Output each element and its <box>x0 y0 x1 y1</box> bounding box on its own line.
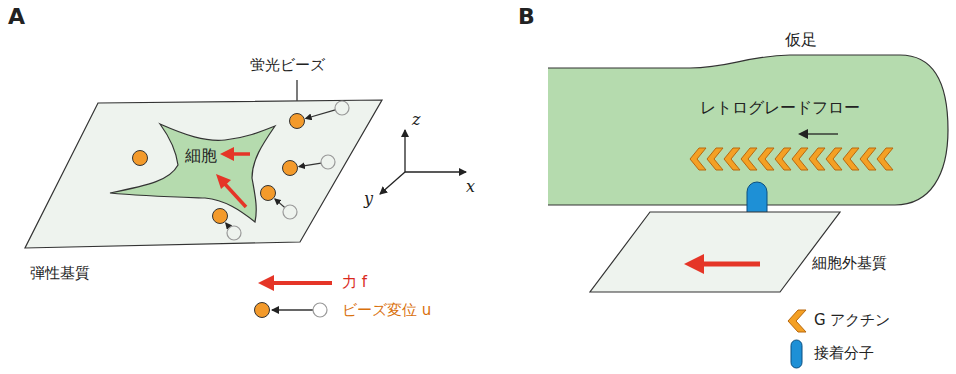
legend-text: 力 f <box>342 273 367 291</box>
legend-text: ビーズ変位 u <box>342 301 431 319</box>
legend-text: 接着分子 <box>814 344 874 362</box>
pseudopod-outline <box>548 28 956 213</box>
node-text: 細胞外基質 <box>812 254 887 272</box>
legend-text: G アクチン <box>814 311 890 329</box>
elastic-substrate: 弾性基質 細胞 <box>20 90 400 290</box>
callout-label: 蛍光ビーズ <box>250 56 325 74</box>
extracellular-matrix-outline <box>580 205 900 300</box>
adhesion-legend-sample <box>791 340 802 368</box>
node-text: 細胞 <box>185 146 217 165</box>
cell-shape-outline <box>100 115 300 240</box>
extracellular-matrix: 細胞外基質 <box>580 205 900 300</box>
axis-label: z <box>412 110 420 129</box>
actin-legend-sample <box>788 310 806 332</box>
panel-letter: A <box>8 4 25 30</box>
axes <box>380 130 466 194</box>
cell-shape: 細胞 <box>100 115 300 240</box>
node-text: レトログレードフロー <box>700 98 860 117</box>
force-legend-sample <box>258 275 332 291</box>
axis-label: x <box>466 177 475 196</box>
bead-legend-sample <box>255 303 328 318</box>
panel-letter: B <box>518 4 535 30</box>
axis-label: y <box>364 189 373 208</box>
node-text: 弾性基質 <box>30 264 90 282</box>
pseudopod: 仮足レトログレードフロー <box>548 28 956 213</box>
node-text: 仮足 <box>785 30 817 49</box>
